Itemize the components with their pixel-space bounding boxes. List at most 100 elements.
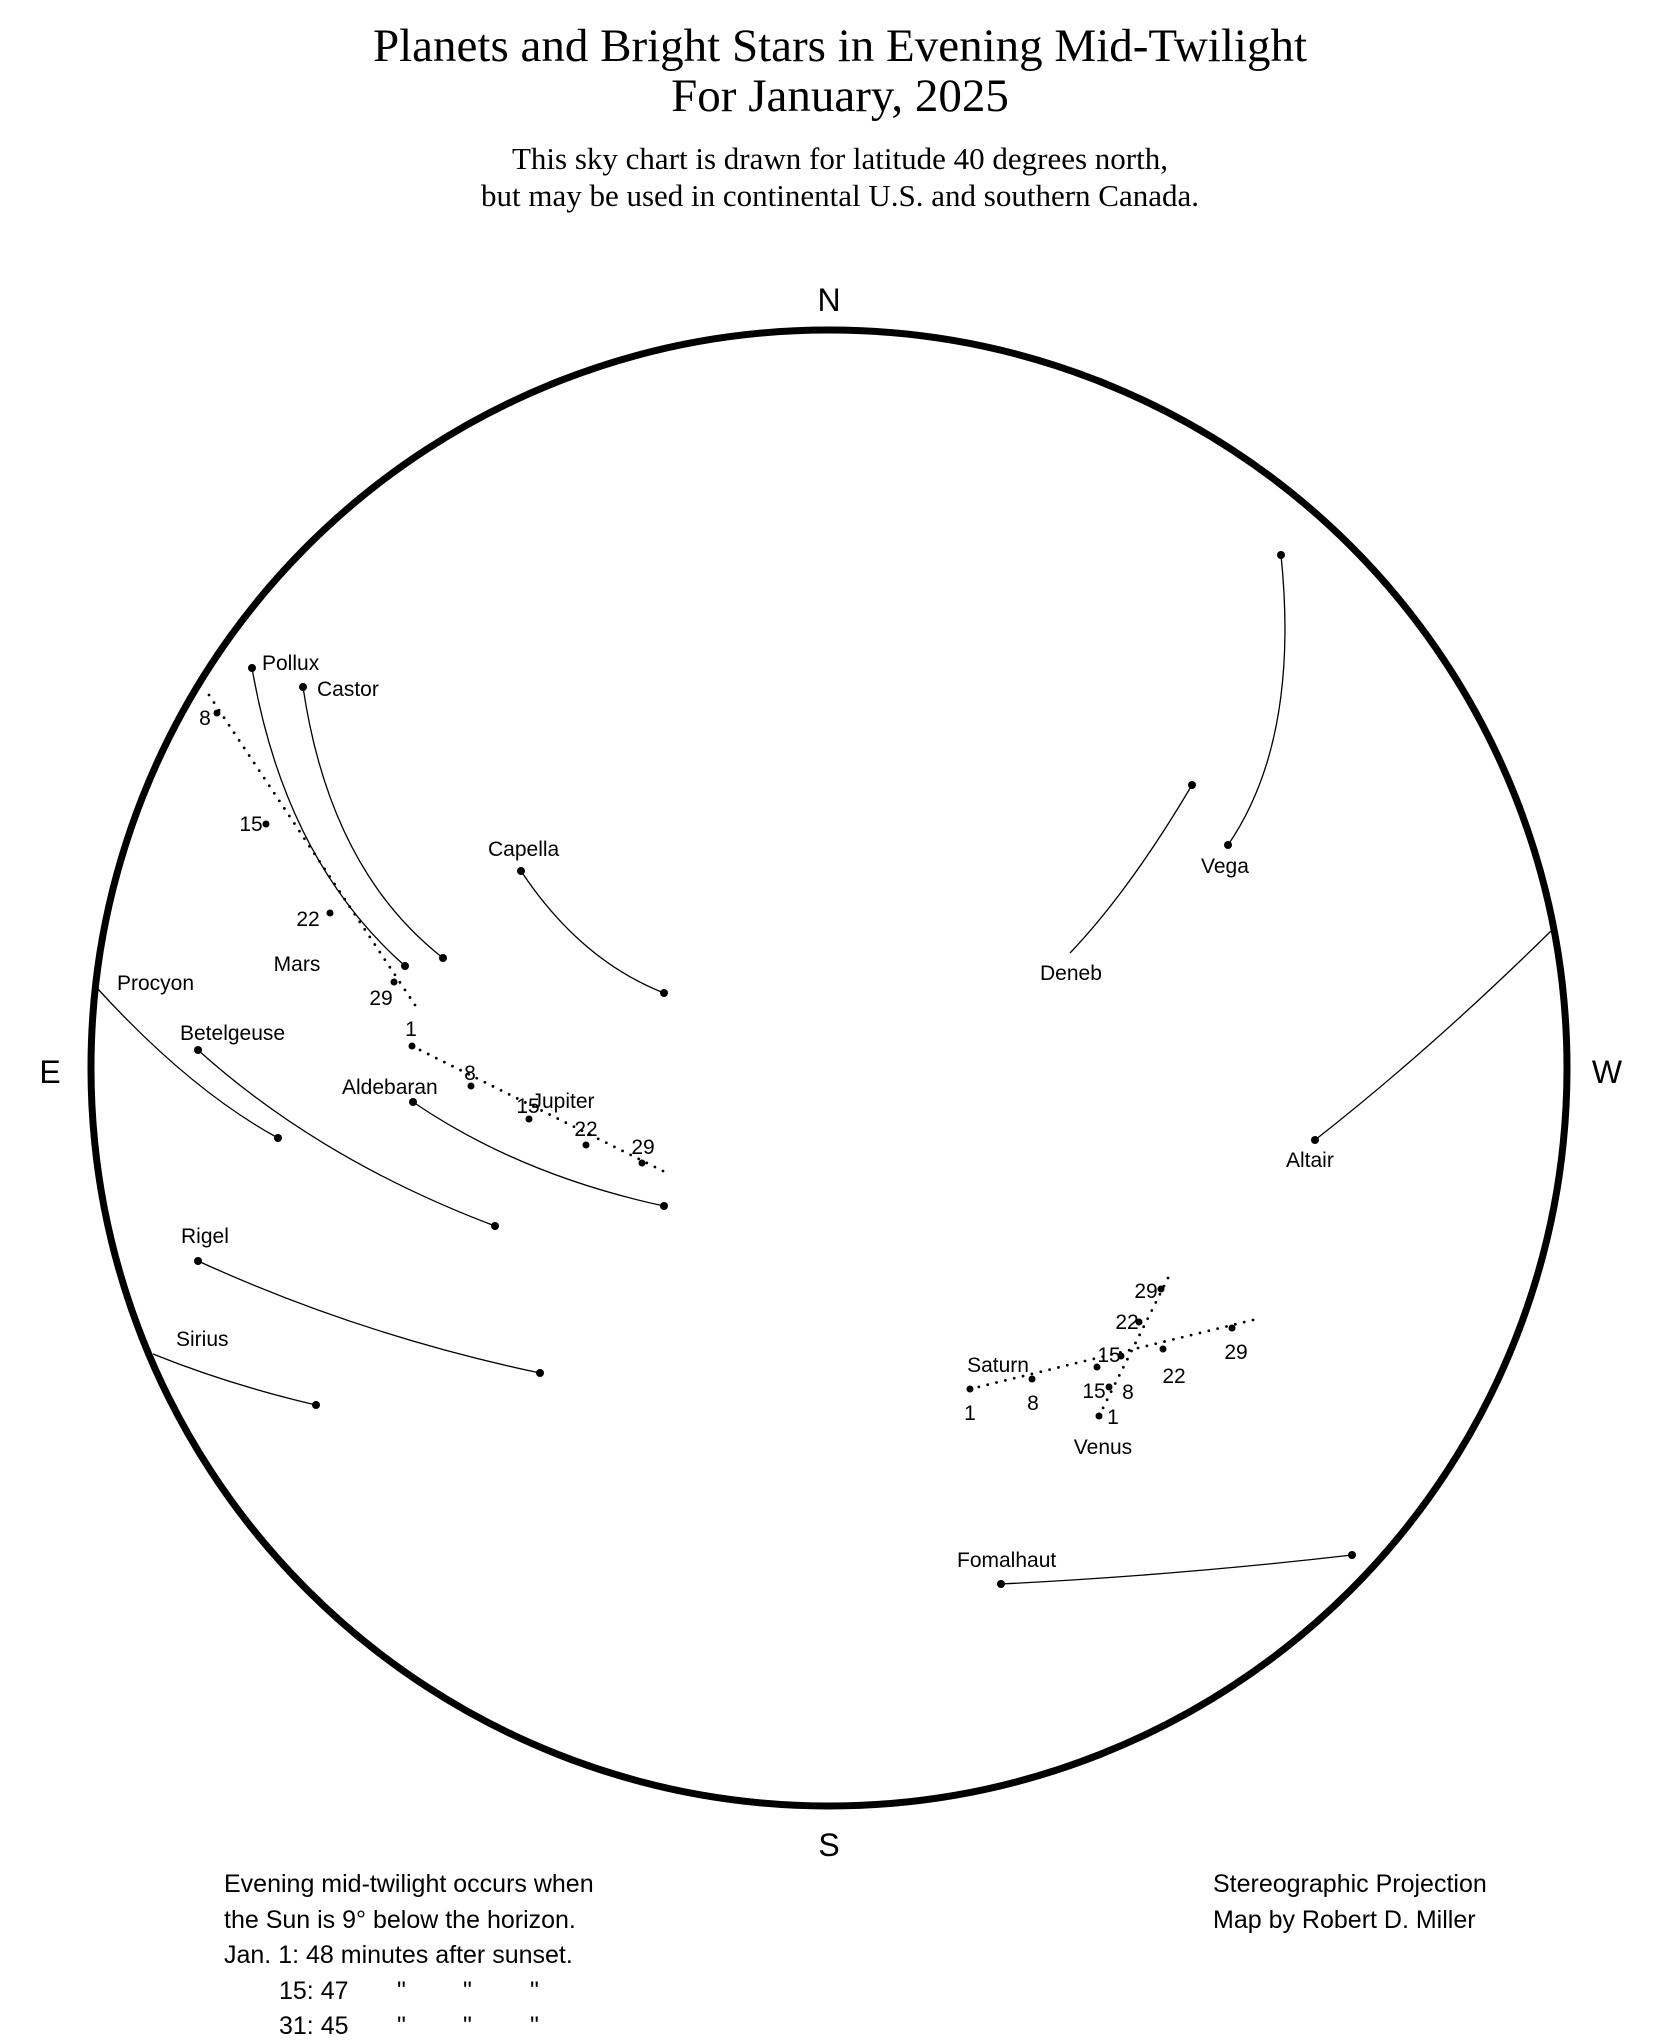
track-dot xyxy=(237,738,241,742)
track-dot xyxy=(323,867,326,871)
planet-label: Mars xyxy=(274,953,321,976)
track-dot xyxy=(1101,1355,1105,1359)
star-path xyxy=(152,1353,317,1406)
track-dot xyxy=(1189,1333,1193,1337)
track-dot xyxy=(1198,1331,1202,1335)
date-label: 15 xyxy=(239,813,262,836)
ditto-mark: " xyxy=(463,2012,472,2040)
subtitle-line-1: This sky chart is drawn for latitude 40 … xyxy=(512,141,1168,176)
track-dot xyxy=(1154,1300,1158,1304)
star-label: Rigel xyxy=(181,1225,229,1248)
star-dot xyxy=(536,1369,544,1377)
track-dot xyxy=(442,1060,446,1064)
star-path xyxy=(1314,930,1552,1141)
date-dot xyxy=(1117,1352,1125,1360)
ditto-mark: " xyxy=(530,1977,539,2005)
track-dot xyxy=(1110,1353,1113,1356)
track-dot xyxy=(418,1048,422,1052)
track-dot xyxy=(343,897,347,901)
track-dot xyxy=(1163,1340,1166,1343)
date-dot xyxy=(525,1115,533,1123)
date-label: 29 xyxy=(369,987,392,1010)
track-dot xyxy=(398,980,402,984)
track-dot xyxy=(459,1068,462,1072)
track-dot xyxy=(257,769,261,773)
track-dot xyxy=(282,807,286,810)
track-dot xyxy=(645,1161,649,1165)
track-dot xyxy=(348,905,352,909)
track-dot xyxy=(393,973,397,977)
track-dot xyxy=(1048,1368,1051,1371)
star-dot xyxy=(1348,1551,1356,1559)
date-label: 1 xyxy=(405,1018,417,1041)
date-label: 8 xyxy=(199,707,211,730)
track-dot xyxy=(483,1080,487,1084)
star-dot xyxy=(439,954,447,962)
track-dot xyxy=(604,1141,608,1145)
track-dot xyxy=(653,1165,657,1169)
note-right-line-2: Map by Robert D. Miller xyxy=(1213,1906,1476,1934)
track-dot xyxy=(1158,1292,1162,1296)
track-dot xyxy=(1092,1357,1096,1361)
track-dot xyxy=(548,1113,552,1116)
track-dot xyxy=(207,693,211,697)
track-dot xyxy=(596,1137,600,1141)
track-dot xyxy=(1083,1359,1087,1363)
star-track: Aldebaran xyxy=(342,1076,668,1210)
track-dot xyxy=(580,1129,584,1133)
track-dot xyxy=(293,822,296,825)
track-dot xyxy=(373,943,377,946)
star-dot xyxy=(409,1098,417,1106)
date-dot xyxy=(1095,1412,1103,1420)
star-label: Procyon xyxy=(117,972,194,995)
track-dot xyxy=(467,1072,471,1076)
track-dot xyxy=(247,754,251,757)
star-dot xyxy=(660,1202,668,1210)
track-dot xyxy=(338,890,342,893)
track-dot xyxy=(287,814,291,818)
track-dot xyxy=(252,761,256,765)
ditto-mark: " xyxy=(463,1977,472,2005)
date-dot xyxy=(326,909,334,917)
star-label: Altair xyxy=(1286,1149,1334,1172)
track-dot xyxy=(507,1092,511,1096)
ditto-mark: " xyxy=(530,2012,539,2040)
track-dot xyxy=(1150,1309,1154,1312)
date-dot xyxy=(408,1042,416,1050)
star-track: Capella xyxy=(488,838,668,997)
track-dot xyxy=(572,1125,576,1129)
track-dot xyxy=(1154,1342,1158,1346)
star-path xyxy=(197,1049,496,1227)
star-dot xyxy=(194,1046,202,1054)
star-dot xyxy=(1224,841,1232,849)
track-dot xyxy=(621,1149,624,1153)
track-dot xyxy=(378,950,382,954)
compass-north: N xyxy=(817,282,840,318)
star-dot xyxy=(1188,781,1196,789)
date-label: 8 xyxy=(1027,1392,1039,1415)
star-dot xyxy=(491,1222,499,1230)
star-track: Castor xyxy=(299,678,447,962)
title-line-2: For January, 2025 xyxy=(671,70,1009,122)
track-dot xyxy=(308,844,311,848)
track-dot xyxy=(1251,1318,1255,1322)
track-dot xyxy=(1180,1335,1184,1339)
star-dot xyxy=(517,867,525,875)
track-dot xyxy=(368,935,372,939)
track-dot xyxy=(451,1064,454,1068)
track-dot xyxy=(1030,1372,1034,1376)
track-dot xyxy=(532,1105,535,1108)
track-dot xyxy=(995,1381,998,1384)
star-path xyxy=(412,1101,665,1207)
track-dot xyxy=(212,701,216,704)
star-label: Capella xyxy=(488,838,560,861)
track-dot xyxy=(986,1383,990,1387)
track-dot xyxy=(523,1101,527,1104)
track-dot xyxy=(1145,1344,1149,1348)
note-left-row-3-date: 31: 45 xyxy=(279,2012,349,2040)
date-dot xyxy=(1135,1318,1143,1326)
track-dot xyxy=(1117,1374,1121,1377)
note-left-line-2: the Sun is 9° below the horizon. xyxy=(224,1906,576,1934)
track-dot xyxy=(383,958,387,962)
